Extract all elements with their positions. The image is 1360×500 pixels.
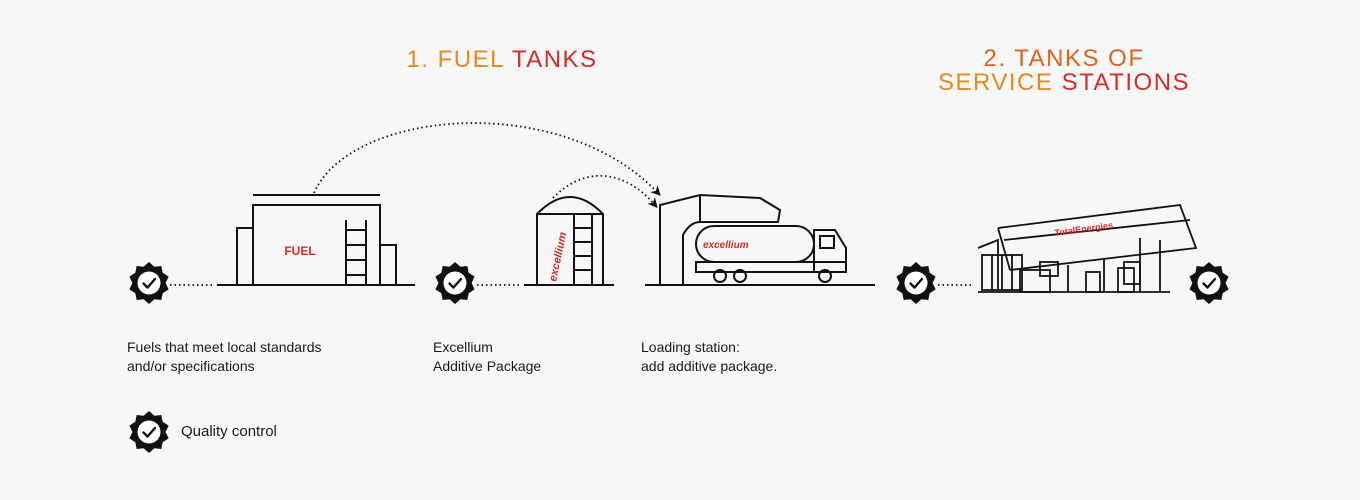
step-caption-fuels: Fuels that meet local standards and/or s… bbox=[127, 338, 322, 376]
step-caption-loading-line1: Loading station: bbox=[641, 339, 740, 355]
step-caption-loading: Loading station: add additive package. bbox=[641, 338, 777, 376]
heading-fuel-tanks-part1: 1. FUEL bbox=[406, 46, 505, 73]
additive-silo-brand: excellium bbox=[547, 231, 569, 283]
fuel-tank-label: FUEL bbox=[284, 244, 315, 258]
loading-station-illustration bbox=[659, 193, 847, 285]
step-caption-additive-line1: Excellium bbox=[433, 339, 493, 355]
flow-arrow-additive-to-loading bbox=[552, 175, 658, 209]
heading-fuel-tanks: 1. FUEL TANKS bbox=[402, 48, 602, 72]
heading-fuel-tanks-part2: TANKS bbox=[511, 46, 598, 73]
legend-quality-control: Quality control bbox=[181, 423, 277, 440]
heading-service-stations: 2. TANKS OF SERVICE STATIONS bbox=[930, 47, 1198, 95]
step-caption-additive: Excellium Additive Package bbox=[433, 338, 541, 376]
additive-silo-illustration bbox=[536, 196, 604, 285]
quality-control-badge-3 bbox=[895, 260, 937, 306]
step-caption-fuels-line1: Fuels that meet local standards bbox=[127, 339, 322, 355]
truck-brand: excellium bbox=[703, 240, 749, 251]
fuel-tank-illustration bbox=[236, 194, 397, 286]
quality-control-badge-1 bbox=[128, 260, 170, 306]
quality-control-badge-4 bbox=[1188, 260, 1230, 306]
step-caption-additive-line2: Additive Package bbox=[433, 358, 542, 374]
heading-service-stations-line2-part1: SERVICE bbox=[937, 69, 1054, 96]
heading-service-stations-line2-part2: STATIONS bbox=[1061, 69, 1191, 96]
service-station-illustration bbox=[977, 204, 1198, 293]
quality-control-badge-2 bbox=[434, 260, 476, 306]
heading-service-stations-line1: 2. TANKS OF bbox=[983, 45, 1145, 72]
flow-arrow-fuel-to-loading bbox=[313, 122, 661, 196]
step-caption-loading-line2: add additive package. bbox=[641, 358, 778, 374]
step-caption-fuels-line2: and/or specifications bbox=[127, 358, 255, 374]
station-canopy-brand: TotalEnergies bbox=[1054, 220, 1114, 238]
check-badge-icon bbox=[128, 409, 170, 455]
